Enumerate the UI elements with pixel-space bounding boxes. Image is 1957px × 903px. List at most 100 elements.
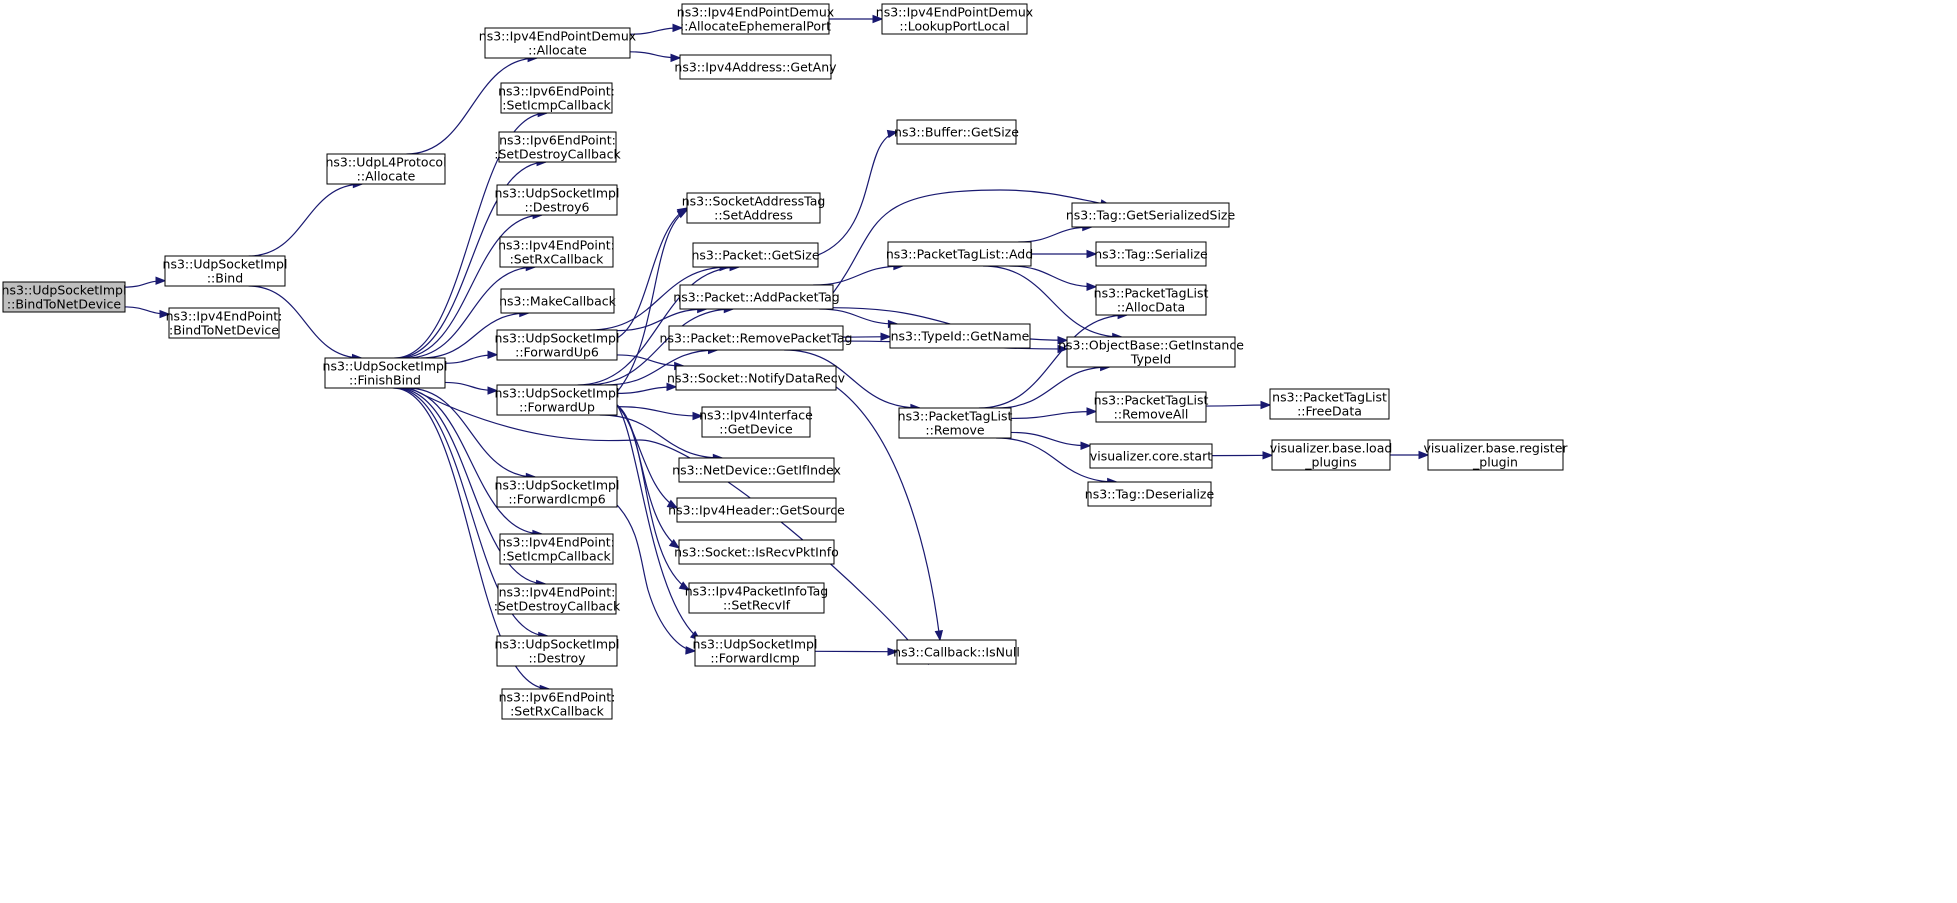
node-ep6rx[interactable]: ns3::Ipv6EndPoint::SetRxCallback (499, 688, 616, 720)
node-ifgetdevice[interactable]: ns3::Ipv4Interface::GetDevice (699, 406, 813, 438)
node-label: ns3::Ipv4Interface (699, 408, 813, 423)
node-box (678, 457, 835, 483)
node-buffergetsize[interactable]: ns3::Buffer::GetSize (894, 119, 1019, 145)
node-makecb[interactable]: ns3::MakeCallback (499, 288, 617, 314)
edge-line (420, 312, 529, 359)
node-ptladd[interactable]: ns3::PacketTagList::Add (886, 241, 1033, 267)
edge-arrowhead (1260, 400, 1272, 410)
node-box (499, 533, 614, 565)
node-getany[interactable]: ns3::Ipv4Address::GetAny (674, 54, 837, 80)
node-fwdicmp[interactable]: ns3::UdpSocketImpl::ForwardIcmp (693, 635, 818, 667)
node-root[interactable]: ns3::UdpSocketImpl::BindToNetDevice (2, 281, 127, 313)
node-destroy[interactable]: ns3::UdpSocketImpl::Destroy (495, 635, 620, 667)
node-label: :SetIcmpCallback (502, 549, 611, 564)
node-label: ns3::Ipv4EndPoint: (499, 585, 616, 600)
node-rmpkttag[interactable]: ns3::Packet::RemovePacketTag (660, 325, 853, 351)
edge-ptlremove-to-vizcorestart (1010, 431, 1092, 450)
node-box (2, 281, 126, 313)
node-getifindex[interactable]: ns3::NetDevice::GetIfIndex (672, 457, 841, 483)
node-notifyrecv[interactable]: ns3::Socket::NotifyDataRecv (667, 365, 846, 391)
node-isnull[interactable]: ns3::Callback::IsNull (893, 639, 1020, 665)
node-getsource[interactable]: ns3::Ipv4Header::GetSource (668, 497, 845, 523)
node-box (679, 284, 834, 310)
node-label: ns3::Tag::Deserialize (1085, 487, 1215, 502)
node-box (679, 54, 832, 80)
node-ptlremove[interactable]: ns3::PacketTagList::Remove (898, 407, 1013, 439)
node-label: ::Destroy6 (524, 200, 589, 215)
edge-line (396, 161, 547, 359)
edge-line (813, 265, 903, 286)
node-fwdicmp6[interactable]: ns3::UdpSocketImpl::ForwardIcmp6 (495, 476, 620, 508)
node-label: ns3::MakeCallback (499, 294, 617, 309)
node-label: ns3::Ipv4EndPointDemux (876, 5, 1033, 20)
node-tagserialsize[interactable]: ns3::Tag::GetSerializedSize (1066, 202, 1236, 228)
node-allocport[interactable]: ns3::Ipv4EndPointDemux::AllocateEphemera… (677, 3, 834, 35)
edge-line (616, 406, 703, 417)
node-box (1095, 284, 1207, 316)
edge-line (616, 404, 680, 549)
edge-arrowhead (1086, 282, 1098, 292)
node-label: :SetDestroyCallback (494, 147, 621, 162)
node-box (681, 3, 830, 35)
node-ep4icmp[interactable]: ns3::Ipv4EndPoint::SetIcmpCallback (498, 533, 615, 565)
edge-arrowhead (487, 350, 499, 359)
node-box (675, 365, 837, 391)
node-allocdata[interactable]: ns3::PacketTagList::AllocData (1094, 284, 1209, 316)
node-box (678, 539, 835, 565)
node-label: ns3::UdpSocketImpl (495, 637, 620, 652)
edge-ptlremove-to-getinstancetypeid (996, 362, 1111, 409)
edge-root-to-bind (124, 276, 167, 288)
node-label: ns3::UdpL4Protocol (325, 155, 446, 170)
node-vizcorestart[interactable]: visualizer.core.start (1089, 443, 1213, 469)
node-pktgetsize[interactable]: ns3::Packet::GetSize (691, 242, 820, 268)
node-getname[interactable]: ns3::TypeId::GetName (889, 323, 1031, 349)
edge-arrowhead (668, 539, 681, 549)
node-ep4destroy[interactable]: ns3::Ipv4EndPoint::SetDestroyCallback (494, 583, 621, 615)
edge-line (586, 308, 734, 386)
node-ep6icmp[interactable]: ns3::Ipv6EndPoint::SetIcmpCallback (498, 82, 615, 114)
node-label: ns3::Socket::IsRecvPktInfo (674, 545, 839, 560)
node-freedata[interactable]: ns3::PacketTagList::FreeData (1269, 388, 1390, 420)
node-label: ::ForwardUp6 (515, 345, 599, 360)
node-ep4rx[interactable]: ns3::Ipv4EndPoint::SetRxCallback (498, 236, 615, 268)
node-removeall[interactable]: ns3::PacketTagList::RemoveAll (1094, 391, 1209, 423)
edge-pktgetsize-to-buffergetsize (817, 129, 899, 256)
edge-line (978, 314, 1128, 409)
node-label: ::AllocateEphemeralPort (680, 19, 831, 34)
node-box (889, 323, 1031, 349)
node-label: TypeId (1130, 352, 1171, 367)
node-fwdup[interactable]: ns3::UdpSocketImpl::ForwardUp (495, 384, 620, 416)
node-destroy6[interactable]: ns3::UdpSocketImpl::Destroy6 (495, 184, 620, 216)
node-label: ns3::TypeId::GetName (891, 329, 1030, 344)
node-lookupport[interactable]: ns3::Ipv4EndPointDemux::LookupPortLocal (876, 3, 1033, 35)
node-label: ::FinishBind (349, 373, 421, 388)
node-label: ns3::Ipv6EndPoint: (499, 690, 616, 705)
node-label: ns3::Tag::Serialize (1094, 247, 1208, 262)
node-vizregister[interactable]: visualizer.base.register_plugin (1423, 439, 1568, 471)
node-udpl4alloc[interactable]: ns3::UdpL4Protocol::Allocate (325, 153, 447, 185)
node-sockaddrtag[interactable]: ns3::SocketAddressTag::SetAddress (682, 192, 826, 224)
node-box (1089, 443, 1213, 469)
edge-arrowhead (886, 129, 899, 139)
node-isrecvpktinfo[interactable]: ns3::Socket::IsRecvPktInfo (674, 539, 839, 565)
node-box (501, 688, 613, 720)
node-label: ns3::Packet::RemovePacketTag (660, 331, 853, 346)
node-label: :SetRxCallback (510, 252, 605, 267)
node-ep6destroy[interactable]: ns3::Ipv6EndPoint::SetDestroyCallback (494, 131, 621, 163)
node-ep4bind[interactable]: ns3::Ipv4EndPoint::BindToNetDevice (166, 307, 283, 339)
node-addpkttag[interactable]: ns3::Packet::AddPacketTag (673, 284, 840, 310)
node-setrecvif[interactable]: ns3::Ipv4PacketInfoTag::SetRecvIf (685, 582, 829, 614)
node-finishbind[interactable]: ns3::UdpSocketImpl::FinishBind (323, 357, 448, 389)
node-label: _plugin (1472, 455, 1518, 470)
node-label: ns3::UdpSocketImpl (495, 478, 620, 493)
node-label: ns3::PacketTagList (1094, 286, 1209, 301)
node-bind[interactable]: ns3::UdpSocketImpl::Bind (163, 255, 288, 287)
edge-line (399, 214, 543, 359)
edge-arrowhead (666, 499, 679, 509)
node-demuxalloc[interactable]: ns3::Ipv4EndPointDemux::Allocate (479, 27, 636, 59)
node-fwdup6[interactable]: ns3::UdpSocketImpl::ForwardUp6 (495, 329, 620, 361)
node-tagdeserialize[interactable]: ns3::Tag::Deserialize (1085, 481, 1215, 507)
node-tagserialize[interactable]: ns3::Tag::Serialize (1094, 241, 1208, 267)
node-vizload[interactable]: visualizer.base.load_plugins (1270, 439, 1393, 471)
